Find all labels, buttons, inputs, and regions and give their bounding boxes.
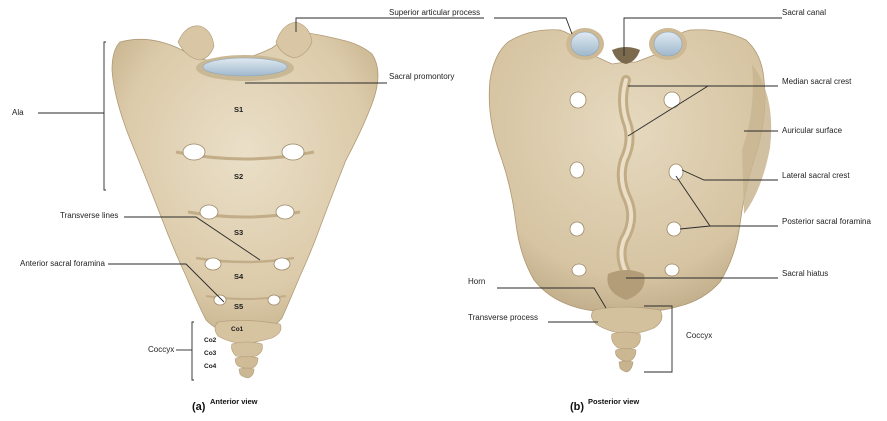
anterior-foramen <box>281 143 305 161</box>
posterior-coccyx <box>591 306 663 335</box>
posterior-foramen <box>571 263 587 277</box>
caption-anterior-view: Anterior view <box>210 397 258 406</box>
anterior-foramen <box>182 143 206 161</box>
posterior-foramen <box>668 163 684 181</box>
label-lateral-sacral-crest: Lateral sacral crest <box>782 171 850 180</box>
coccyx-bracket-b <box>644 305 673 373</box>
label-median-sacral-crest: Median sacral crest <box>782 77 852 86</box>
horn-leader <box>497 287 607 309</box>
caption-letter-a: (a) <box>192 401 206 413</box>
label-sacral-promontory: Sacral promontory <box>389 72 455 81</box>
segment-s3: S3 <box>234 228 244 237</box>
anterior-sacrum <box>111 21 379 379</box>
superior-articular-facet <box>570 31 600 57</box>
label-ala: Ala <box>12 108 24 117</box>
label-auricular-surface: Auricular surface <box>782 126 843 135</box>
anterior-leaders <box>38 17 484 381</box>
posterior-foramen <box>664 263 680 277</box>
posterior-leaders <box>494 17 782 373</box>
label-sacral-canal: Sacral canal <box>782 8 827 17</box>
sacral-canal-leader <box>623 17 782 56</box>
median-sacral-crest-leader-2 <box>627 85 709 137</box>
segment-s2: S2 <box>234 172 244 181</box>
coccyx-bracket-a <box>191 321 194 381</box>
segment-s1: S1 <box>234 105 244 114</box>
anterior-foramen <box>267 294 281 306</box>
anterior-foramen <box>213 294 227 306</box>
anterior-coccyx-co1 <box>214 320 282 345</box>
label-superior-articular-process: Superior articular process <box>389 8 481 17</box>
coccygeal-co3: Co3 <box>204 350 217 357</box>
posterior-sacral-foramina-leader-2 <box>679 225 711 230</box>
anterior-foramen <box>199 204 219 220</box>
label-transverse-lines: Transverse lines <box>60 211 119 220</box>
lateral-sacral-crest-leader <box>681 169 778 181</box>
anterior-foramen <box>273 257 291 271</box>
segment-s4: S4 <box>234 272 244 281</box>
anterior-sacral-foramina-leader <box>108 263 225 303</box>
promontory-disc <box>202 57 288 77</box>
label-coccyx-posterior: Coccyx <box>686 331 713 340</box>
posterior-foramen <box>569 221 585 237</box>
superior-articular-facet <box>653 31 683 57</box>
posterior-foramen <box>663 91 681 109</box>
label-coccyx-anterior: Coccyx <box>148 345 175 354</box>
label-anterior-sacral-foramina: Anterior sacral foramina <box>20 259 105 268</box>
coccygeal-co4: Co4 <box>204 363 217 370</box>
caption-posterior-view: Posterior view <box>588 397 640 406</box>
coccygeal-co2: Co2 <box>204 337 217 344</box>
caption-letter-b: (b) <box>570 401 585 413</box>
anterior-foramen <box>275 204 295 220</box>
label-posterior-sacral-foramina: Posterior sacral foramina <box>782 217 871 226</box>
sup-art-proc-leader-b <box>494 17 573 35</box>
posterior-foramen <box>569 161 585 179</box>
ala-bracket <box>103 41 106 191</box>
posterior-sacrum-body <box>488 29 766 313</box>
label-horn: Horn <box>468 277 486 286</box>
anterior-foramen <box>204 257 222 271</box>
superior-articular-process-leader <box>295 17 484 32</box>
transverse-lines-leader <box>124 216 261 261</box>
segment-s5: S5 <box>234 302 244 311</box>
posterior-foramen <box>666 221 682 237</box>
coccygeal-co1: Co1 <box>231 326 244 333</box>
label-transverse-process: Transverse process <box>468 313 538 322</box>
posterior-sacrum <box>488 28 772 373</box>
posterior-foramen <box>569 91 587 109</box>
sacral-hiatus-shape <box>607 270 645 300</box>
label-sacral-hiatus: Sacral hiatus <box>782 269 829 278</box>
